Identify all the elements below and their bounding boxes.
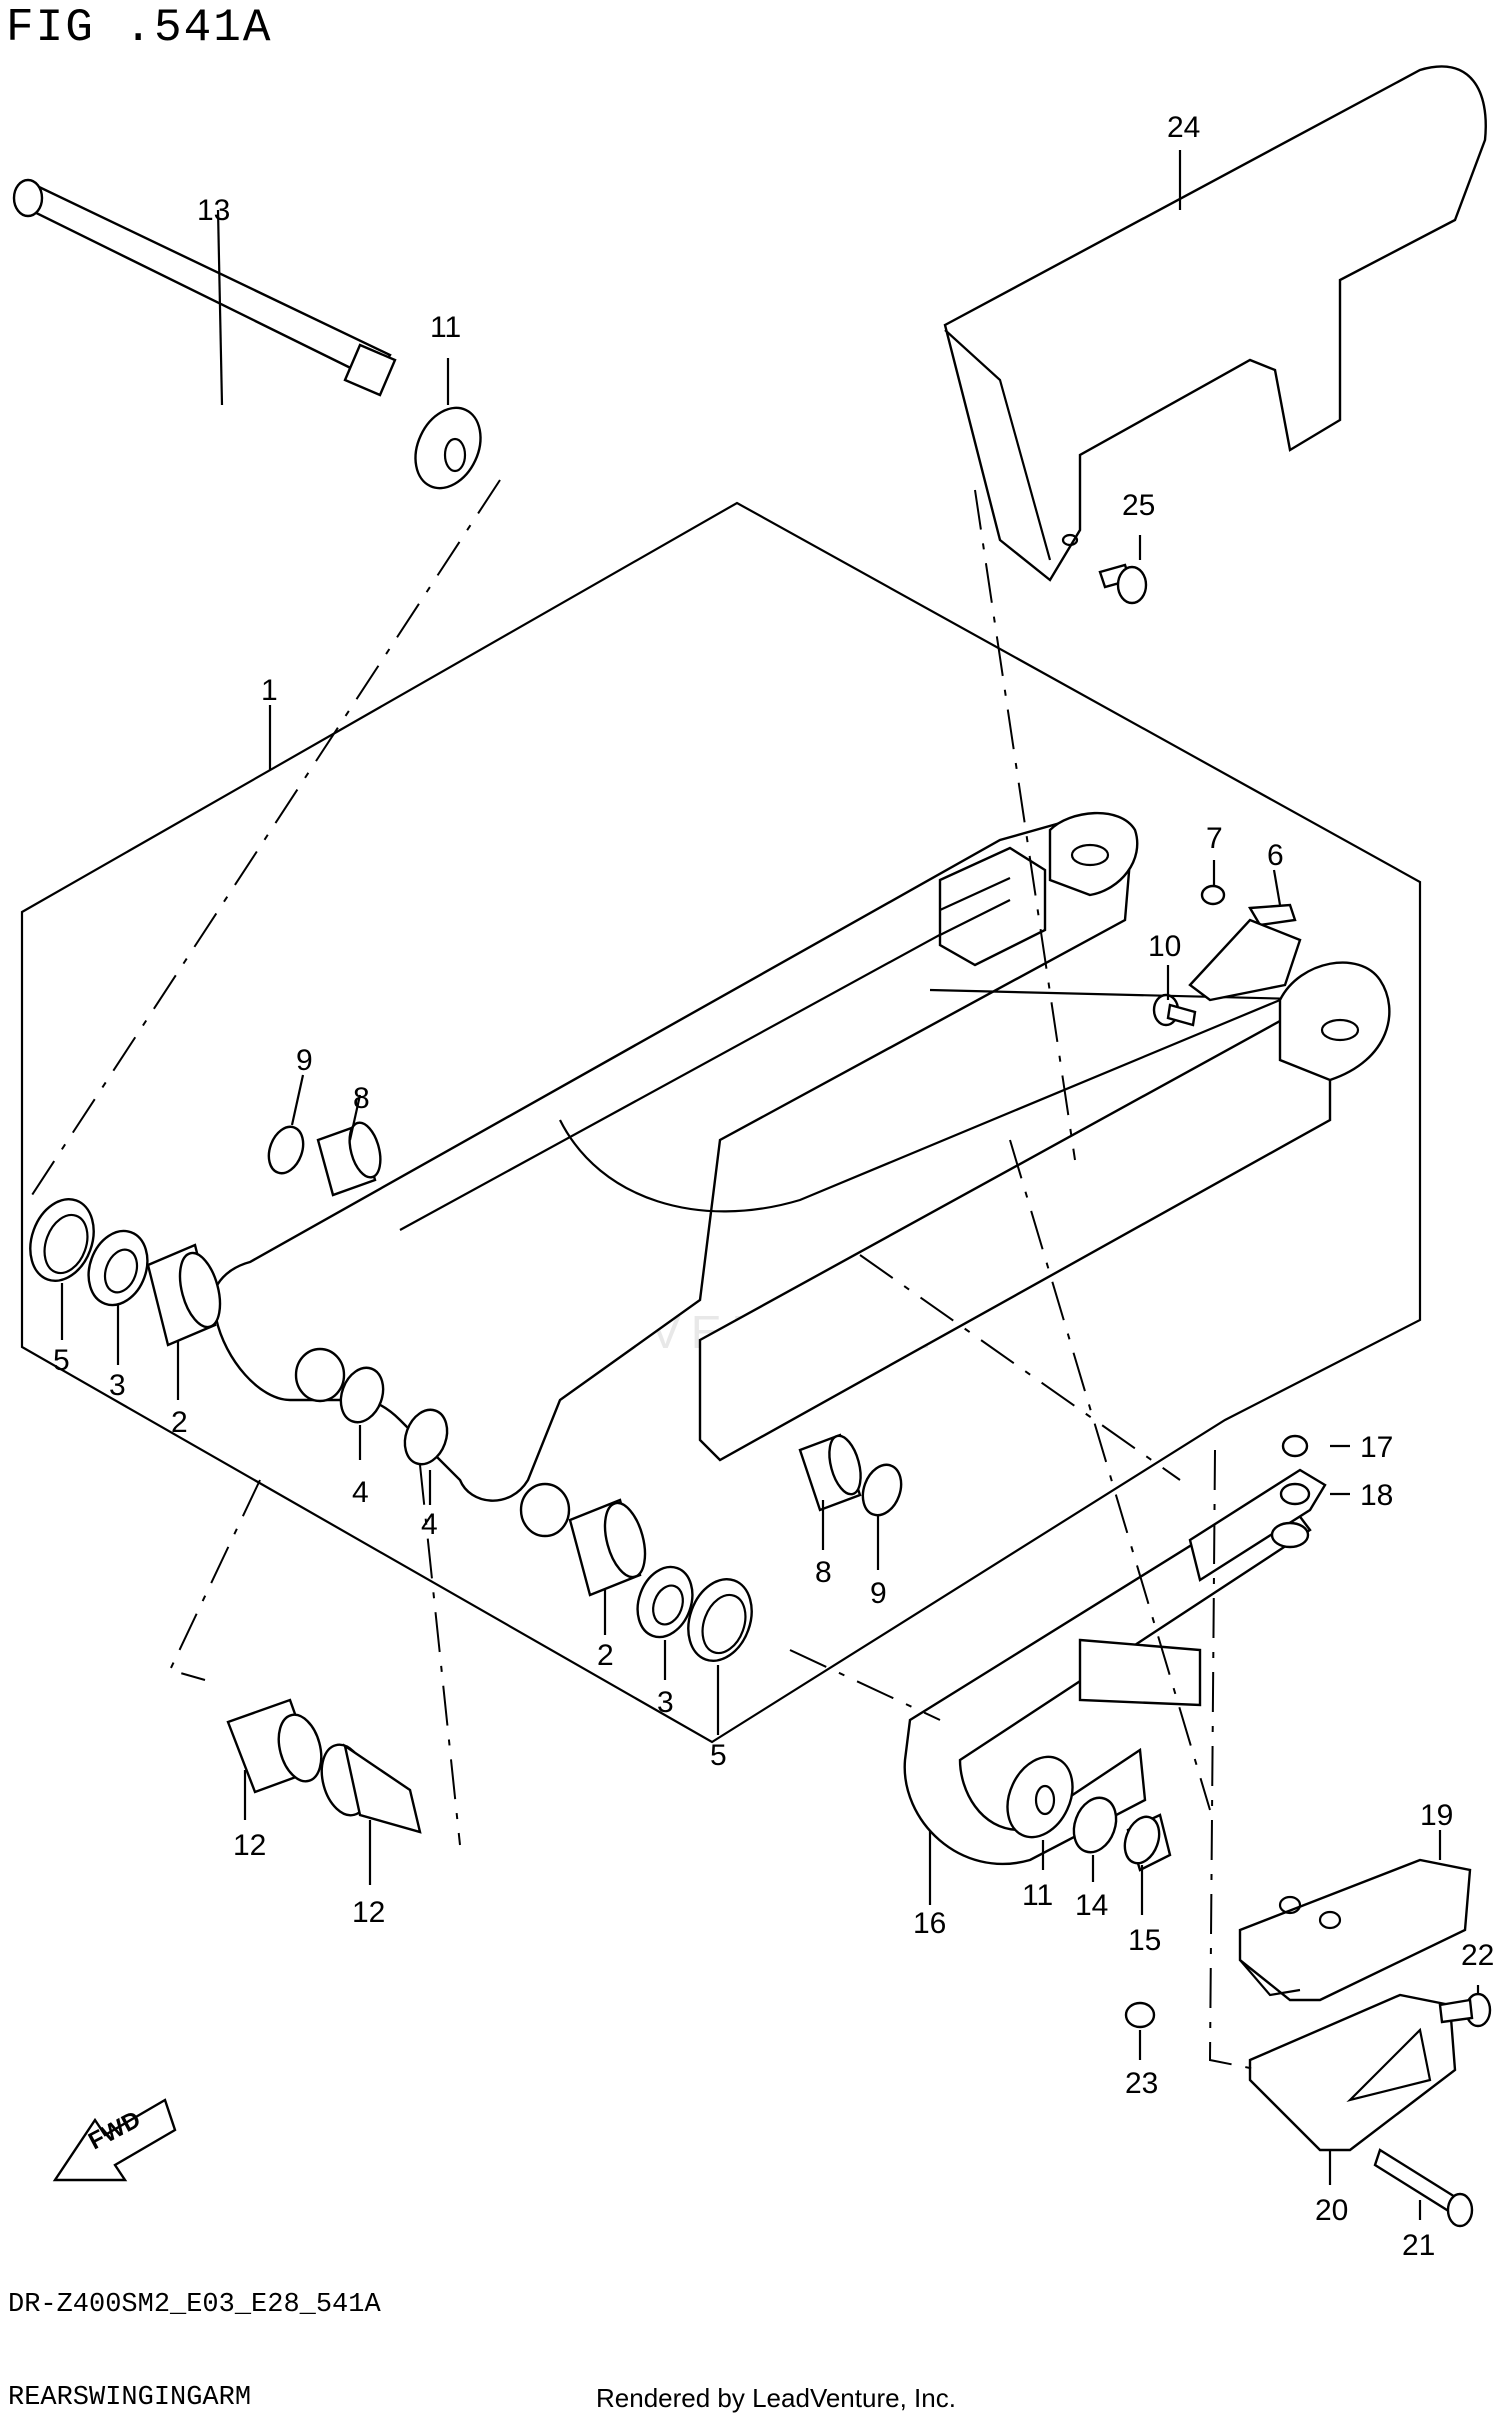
part-17-bolt [1281,1434,1309,1458]
part-8-bearing-lower [798,1433,862,1512]
part-18-washer [1279,1482,1311,1506]
callout-5-left: 5 [53,1344,70,1377]
part-12-collar-a [226,1698,323,1794]
part-4-spacer-b [403,1408,449,1466]
part-22-bolt [1438,1992,1492,2028]
guide-lines [31,479,1261,2071]
part-5-seal-right [687,1578,753,1662]
part-13-axle [12,178,397,397]
callout-16: 16 [913,1907,946,1940]
callout-6: 6 [1267,839,1284,872]
callout-1: 1 [261,674,278,707]
callout-20: 20 [1315,2194,1348,2227]
part-2-bearing-left [146,1243,222,1347]
callout-8-upper: 8 [353,1082,370,1115]
leader-lines [60,150,1480,2220]
part-7-screw [1200,884,1226,906]
part-11-washer-top [414,406,482,490]
callout-18: 18 [1360,1479,1393,1512]
callout-17: 17 [1360,1431,1393,1464]
callout-19: 19 [1420,1799,1453,1832]
callout-13: 13 [197,194,230,227]
part-15-nut [1123,1813,1172,1872]
callout-3-left: 3 [109,1369,126,1402]
callout-4-a: 4 [352,1476,369,1509]
part-2-bearing-right [568,1498,647,1597]
callout-12-b: 12 [352,1896,385,1929]
assembly-boundary [20,501,1422,1744]
part-3-washer-left [87,1229,149,1307]
part-6-bracket [1188,903,1302,1002]
part-11-washer-lower [1006,1755,1074,1839]
callout-24: 24 [1167,111,1200,144]
section-name: REARSWINGINGARM [8,2383,252,2413]
part-3-washer-right [636,1565,694,1639]
part-21-bolt [1373,2148,1474,2228]
part-20-guide-plate [1248,1993,1457,2152]
callout-10: 10 [1148,930,1181,963]
callout-21: 21 [1402,2229,1435,2262]
part-12-collar-b [320,1743,422,1834]
credit-text: Rendered by LeadVenture, Inc. [596,2383,956,2413]
part-16-chain-slider [903,1468,1327,1866]
part-5-seal-left [29,1198,95,1282]
part-9-seal-lower [861,1463,903,1517]
callout-12-a: 12 [233,1829,266,1862]
callout-7: 7 [1206,822,1223,855]
callout-23: 23 [1125,2067,1158,2100]
part-4-spacer-a [339,1366,385,1424]
callout-5-right: 5 [710,1739,727,1772]
swing-arm [211,811,1391,1538]
part-23-nut [1124,2001,1156,2029]
callout-4-b: 4 [421,1508,438,1541]
callout-25: 25 [1122,489,1155,522]
callout-15: 15 [1128,1924,1161,1957]
part-19-chain-guide [1238,1858,1472,2002]
fwd-arrow-icon [52,2098,177,2182]
callout-8-lower: 8 [815,1556,832,1589]
callout-9-lower: 9 [870,1577,887,1610]
part-24-chain-case [943,65,1487,582]
callout-3-right: 3 [657,1686,674,1719]
figure-title: FIG .541A [6,2,273,54]
callout-22: 22 [1461,1939,1494,1972]
model-code: DR-Z400SM2_E03_E28_541A [8,2290,381,2320]
callout-2-left: 2 [171,1406,188,1439]
callout-9-upper: 9 [296,1044,313,1077]
part-25-bolt [1098,563,1148,605]
part-8-bearing-upper [316,1121,382,1197]
callout-11-lower: 11 [1022,1879,1053,1912]
part-14-washer [1072,1796,1118,1854]
part-9-seal-upper [267,1125,305,1175]
callout-11-top: 11 [430,311,461,344]
callout-14: 14 [1075,1889,1108,1922]
part-10-screw [1152,993,1197,1027]
callout-2-right: 2 [597,1639,614,1672]
